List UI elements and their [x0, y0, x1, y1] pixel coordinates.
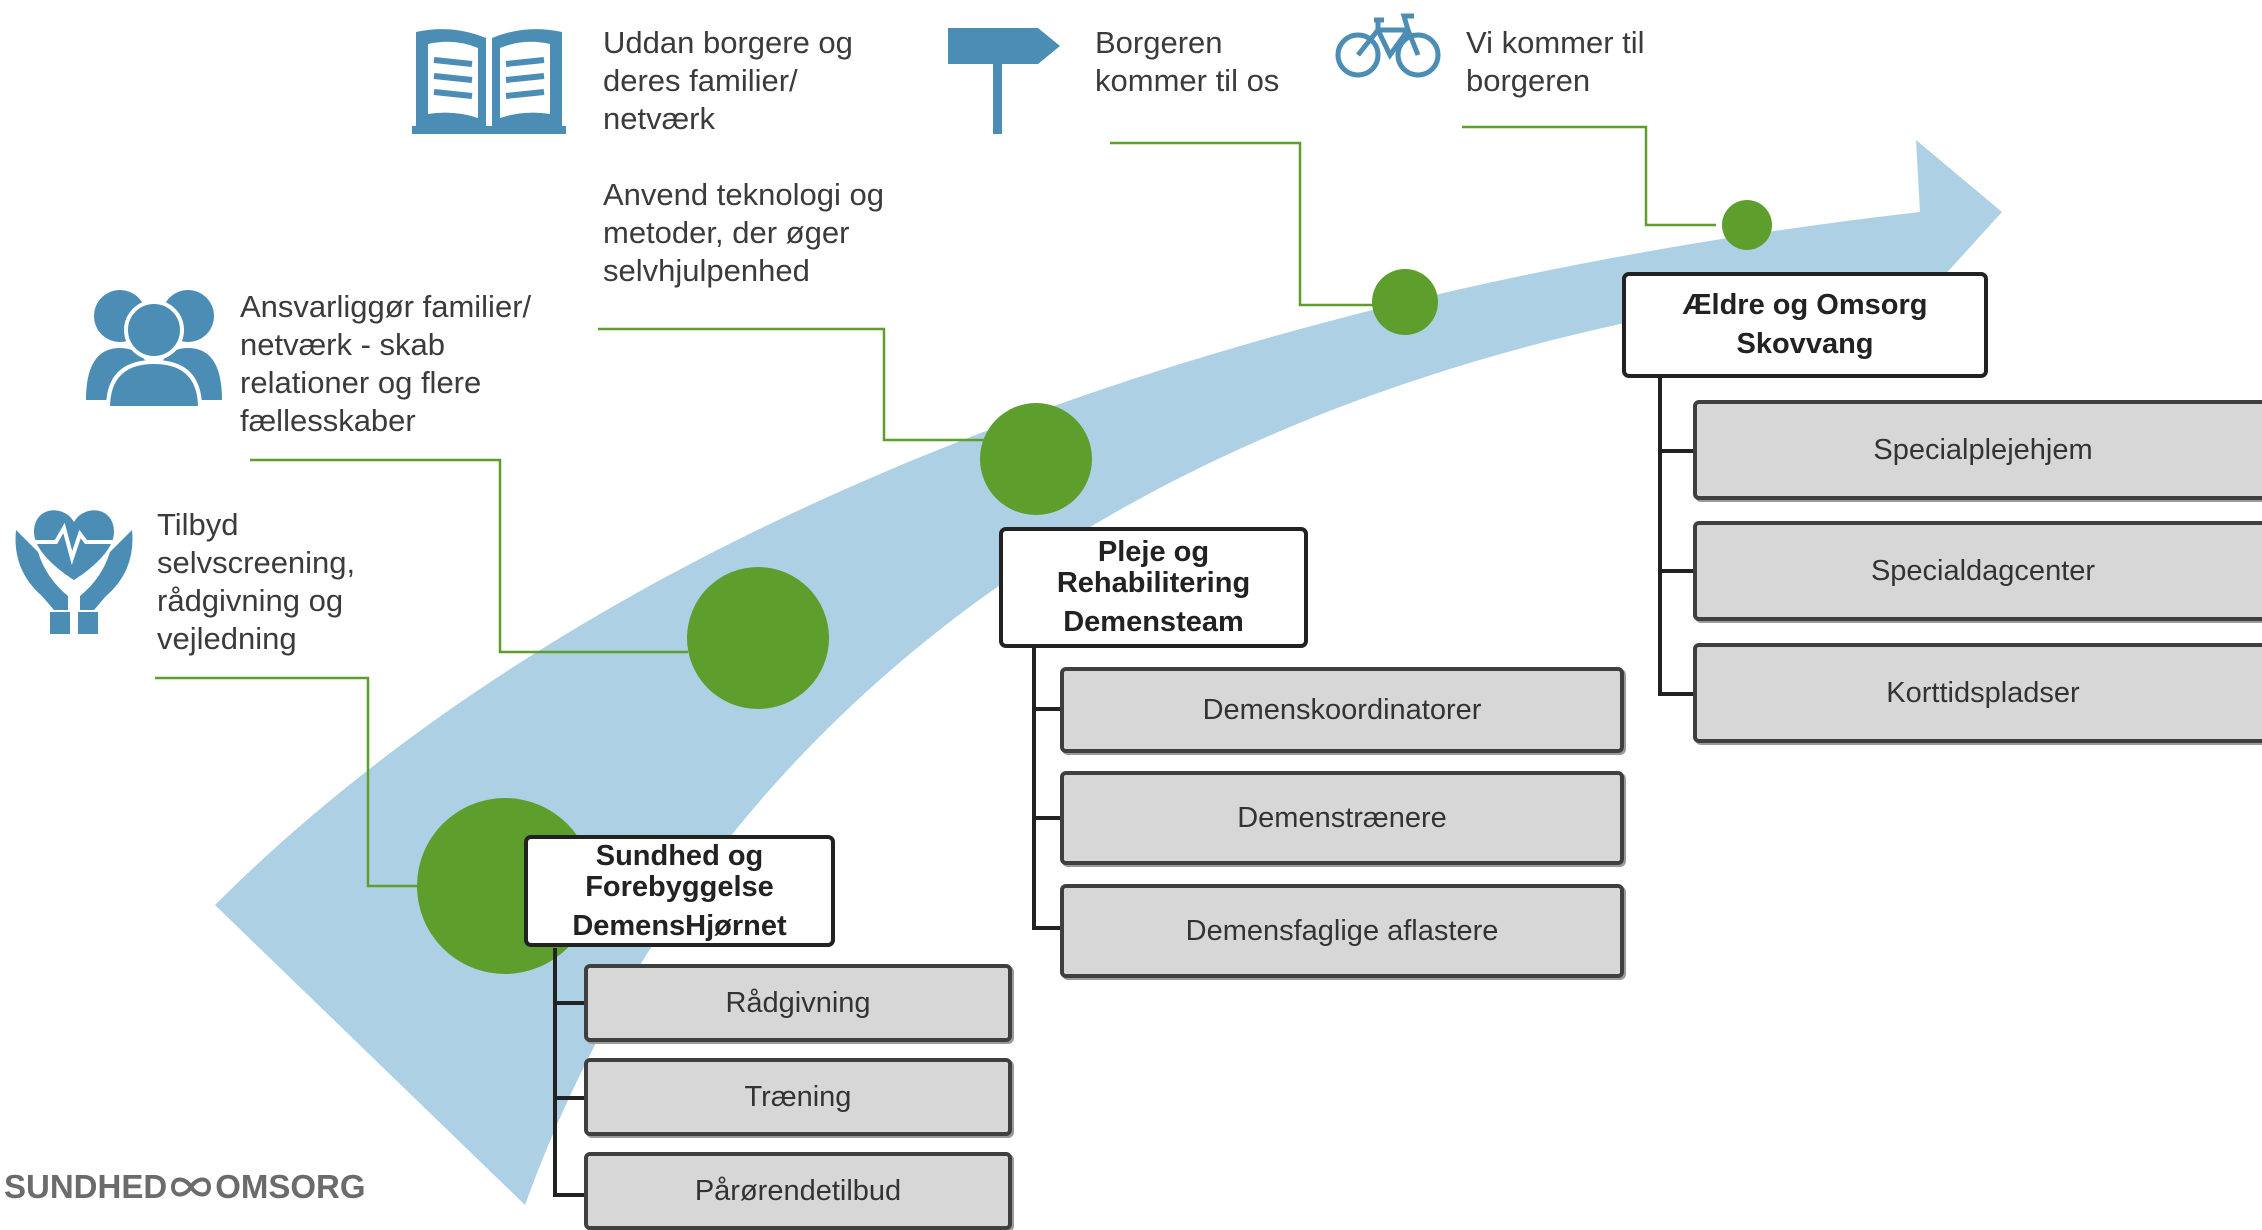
service-box: Pårørendetilbud [584, 1152, 1012, 1230]
org-title: Pleje og Rehabilitering [1056, 536, 1251, 599]
progress-arrow [215, 140, 2002, 1205]
signpost-icon [948, 28, 1060, 134]
caption-educate: Uddan borgere og deres familier/ netværk [603, 25, 853, 136]
org-subtitle: Skovvang [1736, 328, 1874, 360]
org-subtitle: Demensteam [1063, 606, 1244, 638]
caption-citizen-comes: Borgeren kommer til os [1095, 25, 1280, 98]
connector-lines [155, 125, 1716, 888]
service-box: Træning [584, 1058, 1012, 1136]
caption-technology: Anvend teknologi og metoder, der øger se… [603, 177, 884, 288]
service-box: Demenskoordinatorer [1060, 667, 1624, 753]
milestone-2 [687, 567, 829, 709]
bicycle-icon [1335, 13, 1441, 78]
org-title: Sundhed og Forebyggelse [585, 839, 774, 903]
service-box: Korttidspladser [1693, 643, 2262, 743]
caption-responsibility: Ansvarliggør familier/ netværk - skab re… [240, 289, 532, 438]
org-subtitle: DemensHjørnet [572, 909, 787, 942]
org-header-elderly-care: Ældre og Omsorg Skovvang [1622, 272, 1988, 378]
infinity-icon [171, 1177, 212, 1197]
service-box: Demenstrænere [1060, 771, 1624, 865]
tree-lines [553, 376, 1695, 1197]
logo: SUNDHED OMSORG [4, 1168, 366, 1206]
service-box: Demensfaglige aflastere [1060, 884, 1624, 978]
hands-heart-icon [15, 510, 133, 634]
logo-left: SUNDHED [4, 1168, 168, 1205]
connector-signpost [1110, 141, 1375, 307]
service-box: Specialplejehjem [1693, 400, 2262, 500]
org-title: Ældre og Omsorg [1682, 289, 1928, 321]
milestone-4 [1372, 269, 1438, 335]
milestone-5 [1722, 200, 1772, 250]
book-icon [412, 29, 566, 134]
service-box: Specialdagcenter [1693, 521, 2262, 621]
connector-technology [598, 327, 985, 442]
connector-hands [155, 676, 425, 888]
logo-right: OMSORG [215, 1168, 366, 1205]
org-header-health-prevention: Sundhed og Forebyggelse DemensHjørnet [524, 835, 835, 947]
service-box: Rådgivning [584, 964, 1012, 1042]
caption-screening: Tilbyd selvscreening, rådgivning og vejl… [157, 507, 356, 656]
caption-we-come: Vi kommer til borgeren [1466, 25, 1645, 98]
connector-bicycle [1462, 125, 1716, 227]
org-header-care-rehabilitation: Pleje og Rehabilitering Demensteam [999, 527, 1308, 648]
people-icon [86, 290, 222, 410]
connector-people [250, 458, 688, 654]
milestone-3 [980, 403, 1092, 515]
